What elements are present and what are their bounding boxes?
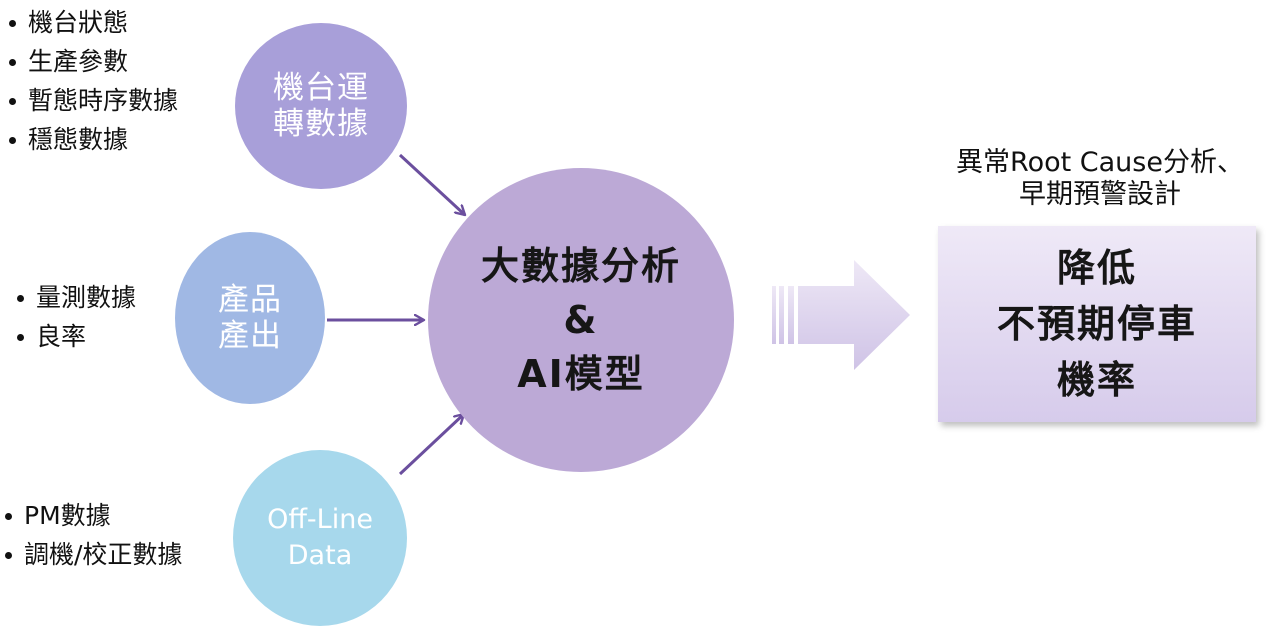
circle-label: 轉數據 xyxy=(273,106,369,142)
machine-to-center-arrow xyxy=(398,153,465,215)
list-item: PM數據 xyxy=(2,496,182,535)
offline-to-center-arrow xyxy=(398,414,464,476)
outcome-line: 降低 xyxy=(1056,246,1137,290)
list-item: 穩態數據 xyxy=(6,120,178,159)
caption-line: 早期預警設計 xyxy=(1019,179,1181,210)
list-item: 生產參數 xyxy=(6,42,178,81)
list-item: 暫態時序數據 xyxy=(6,81,178,120)
outcome-caption: 異常Root Cause分析、 早期預警設計 xyxy=(930,147,1270,211)
circle-label: 產出 xyxy=(218,318,282,354)
machine-data-list: 機台狀態 生產參數 暫態時序數據 穩態數據 xyxy=(6,3,178,159)
outcome-line: 不預期停車 xyxy=(996,302,1197,346)
list-item: 調機/校正數據 xyxy=(2,535,182,574)
list-item: 機台狀態 xyxy=(6,3,178,42)
product-data-circle: 產品 產出 xyxy=(175,232,325,404)
big-data-ai-model-circle: 大數據分析 & AI模型 xyxy=(428,168,734,472)
machine-data-circle: 機台運 轉數據 xyxy=(235,23,407,189)
circle-label: 機台運 xyxy=(273,70,369,106)
circle-label: 產品 xyxy=(218,282,282,318)
outcome-box: 降低 不預期停車 機率 xyxy=(938,226,1256,422)
offline-data-list: PM數據 調機/校正數據 xyxy=(2,496,182,574)
caption-line: 異常Root Cause分析、 xyxy=(956,147,1244,178)
center-label: AI模型 xyxy=(517,352,645,396)
list-item: 量測數據 xyxy=(14,278,136,317)
offline-data-circle: Off-Line Data xyxy=(233,450,407,626)
product-data-list: 量測數據 良率 xyxy=(14,278,136,356)
right-arrow-icon xyxy=(772,260,910,370)
circle-label: Data xyxy=(287,540,353,571)
list-item: 良率 xyxy=(14,317,136,356)
center-label: & xyxy=(563,298,599,342)
center-label: 大數據分析 xyxy=(480,244,681,288)
outcome-line: 機率 xyxy=(1056,358,1137,402)
circle-label: Off-Line xyxy=(267,504,373,535)
